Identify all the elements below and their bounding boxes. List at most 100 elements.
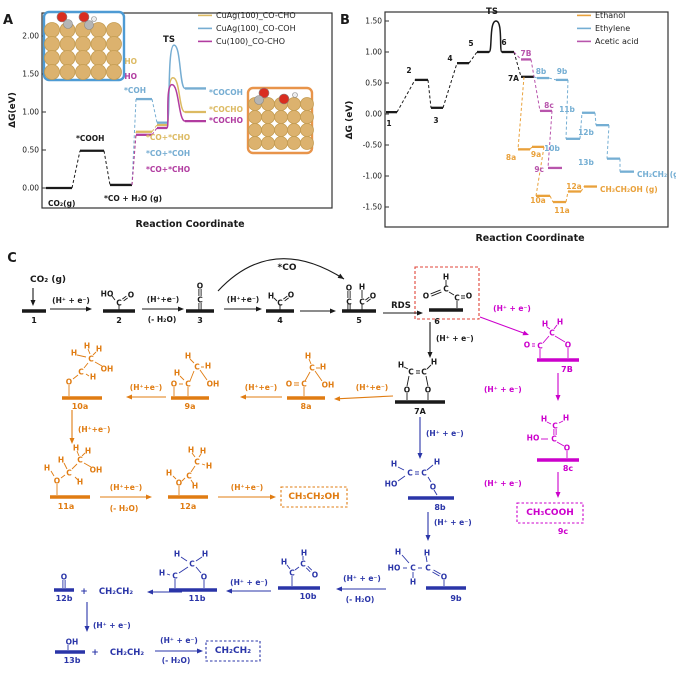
atom-label: H: [431, 358, 437, 367]
atom-label: O: [171, 380, 177, 389]
product-box-CH₂CH₂: CH₂CH₂: [205, 640, 261, 662]
arrowhead: [126, 394, 132, 400]
step-label: (H⁺+e⁻): [78, 425, 110, 434]
metal-atom: [248, 136, 262, 150]
bond: [433, 489, 438, 496]
connector: [606, 125, 610, 159]
metal-atom: [90, 36, 107, 52]
step-label: (H⁺+e⁻): [110, 483, 142, 492]
bond: [191, 452, 196, 458]
reaction-arrow: [147, 589, 182, 595]
step-label: (H⁺+e⁻): [147, 295, 179, 304]
ts-peak: [488, 20, 503, 53]
atom-label: H: [90, 373, 96, 382]
y-tick-label: 1.00: [365, 48, 382, 57]
free-label: CO₂ (g): [30, 275, 66, 285]
metal-atom: [75, 36, 91, 52]
metal-atom: [90, 64, 107, 80]
step-label: (H⁺ + e⁻): [426, 429, 464, 438]
bond: [63, 462, 68, 470]
atom-label: H: [281, 558, 287, 567]
annotation: 8a: [506, 153, 516, 162]
bond: [397, 466, 405, 471]
metal-atom: [287, 123, 301, 137]
connector: [565, 191, 569, 203]
bond: [201, 463, 206, 466]
bond: [284, 297, 289, 302]
step-label: (H⁺ + e⁻): [436, 334, 474, 343]
annotation: 11a: [554, 206, 570, 215]
species-1: 1: [22, 309, 46, 325]
connector: [151, 124, 158, 133]
atom-label: H: [395, 548, 401, 557]
legend-label: CuAg(100)_CO-CHO: [216, 11, 296, 20]
annotation: 9c: [534, 165, 544, 174]
reaction-arrow: (H⁺ + e⁻)(- H₂O): [155, 636, 203, 665]
connector: [427, 79, 432, 108]
atom-label: C: [194, 363, 200, 372]
product-formula: CH₂CH₂: [215, 646, 251, 656]
atom-label: H: [268, 292, 274, 301]
arrowhead: [30, 300, 36, 306]
bond: [308, 358, 312, 365]
product-box-CH₃CH₂OH: CH₃CH₂OH: [280, 486, 348, 508]
step-label: (H⁺ + e⁻): [434, 518, 472, 527]
species-number: 2: [116, 316, 122, 325]
annotation: *CHO: [115, 57, 137, 66]
reaction-arrow: (H⁺+e⁻)(- H₂O): [100, 483, 152, 513]
atom-label: H: [44, 464, 50, 473]
connector: [579, 112, 583, 139]
species-number: 7B: [561, 365, 573, 374]
atom-label: H: [202, 550, 208, 559]
reaction-arrow: (H⁺+e⁻)(- H₂O): [142, 295, 184, 324]
bond: [554, 335, 566, 343]
series-CuAg(100)_CO-COH: [131, 44, 206, 185]
species-number: 9a: [185, 402, 196, 411]
metal-atom: [274, 136, 288, 150]
atom-label: H: [174, 550, 180, 559]
atom-label: H: [410, 578, 416, 587]
atom-label: C: [408, 368, 414, 377]
annotation: 1: [386, 119, 391, 128]
plot-frame: [41, 12, 333, 209]
metal-atom: [287, 136, 301, 150]
connector: [530, 59, 541, 111]
metal-atom: [59, 50, 76, 66]
adsorbate-atom: [292, 92, 298, 98]
y-axis-label: ΔG(eV): [8, 92, 18, 128]
connector: [151, 98, 158, 123]
adsorbate-atom: [91, 16, 97, 22]
connector: [396, 79, 416, 113]
bond: [83, 362, 89, 369]
atom-label: C: [454, 294, 460, 303]
reaction-arrow: (H⁺+e⁻): [126, 383, 166, 400]
atom-label: O: [54, 477, 60, 486]
metal-atom: [106, 22, 122, 38]
adsorbate-atom: [78, 11, 90, 23]
arrowhead: [555, 395, 561, 401]
atom-label: C: [359, 298, 365, 307]
atom-label: H: [58, 456, 64, 465]
step-label: (H⁺ + e⁻): [484, 385, 522, 394]
adsorbate-atom: [258, 87, 270, 99]
atom-label: C: [300, 560, 306, 569]
species-number: 1: [31, 316, 37, 325]
atom-label: H: [96, 345, 102, 354]
free-label: RDS: [391, 301, 411, 311]
metal-atom: [287, 110, 301, 124]
step-label: (H⁺ + e⁻): [484, 479, 522, 488]
atom-label: O: [286, 380, 292, 389]
species-number: 9b: [450, 594, 462, 603]
reaction-arrow: (H⁺+e⁻): [69, 410, 110, 444]
bond: [190, 479, 194, 484]
species-number: 11b: [189, 594, 206, 603]
step-label: (- H₂O): [346, 595, 375, 604]
atom-label: O: [425, 386, 431, 395]
reaction-arrow: (H⁺ + e⁻): [50, 296, 92, 312]
annotation: 6: [501, 38, 506, 47]
